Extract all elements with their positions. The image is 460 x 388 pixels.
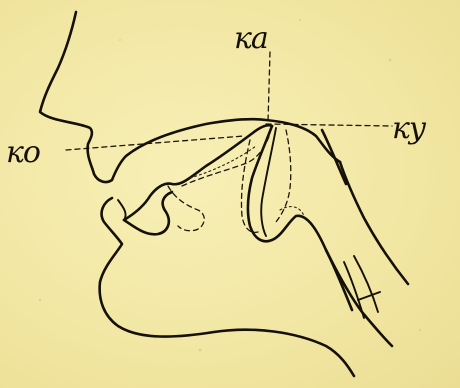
tongue-position-ko xyxy=(168,186,204,231)
lower-lip-chin xyxy=(100,198,354,376)
larynx-crossbar xyxy=(358,292,380,300)
paper-texture xyxy=(39,19,421,351)
label-ka: ка xyxy=(234,21,268,56)
uvula-wall xyxy=(322,130,346,184)
ku-guide-line xyxy=(266,124,392,126)
label-ku: ку xyxy=(392,111,427,146)
pharynx-back-wall xyxy=(340,162,408,284)
face-profile xyxy=(40,12,340,182)
ka-guide-line xyxy=(268,52,270,122)
tongue-back xyxy=(248,126,352,310)
label-ko: ко xyxy=(6,135,40,170)
lower-lip-detail xyxy=(118,200,126,220)
tongue-position-ka xyxy=(182,134,270,186)
tongue-position-ku xyxy=(276,130,291,222)
